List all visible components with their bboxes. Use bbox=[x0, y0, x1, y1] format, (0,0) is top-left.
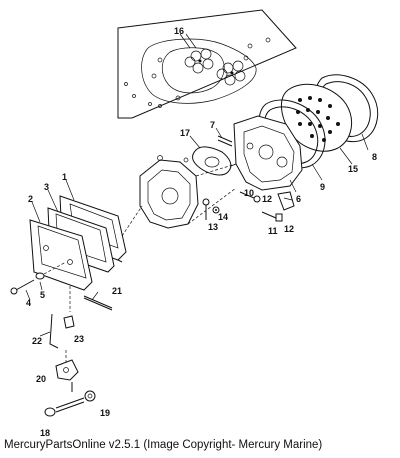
washer-5 bbox=[35, 261, 67, 280]
callout-7: 7 bbox=[210, 120, 215, 130]
callout-6: 6 bbox=[296, 194, 301, 204]
reed-plate-detail bbox=[124, 33, 271, 108]
inset-detail-box bbox=[117, 9, 297, 119]
callout-9: 9 bbox=[320, 182, 325, 192]
reed-petals-left bbox=[184, 48, 214, 74]
washer-14 bbox=[212, 206, 220, 214]
reed-petals-right bbox=[216, 60, 246, 86]
callout-14: 14 bbox=[218, 212, 228, 222]
callout-16: 16 bbox=[174, 26, 184, 36]
callout-23: 23 bbox=[74, 334, 84, 344]
rod-21 bbox=[83, 295, 113, 311]
link-22 bbox=[49, 286, 71, 349]
reed-block-housing-6 bbox=[225, 115, 303, 191]
screw-4 bbox=[10, 279, 35, 295]
callout-15: 15 bbox=[348, 164, 358, 174]
clip-12 bbox=[277, 191, 295, 211]
callout-19: 19 bbox=[100, 408, 110, 418]
screw-13 bbox=[202, 198, 210, 220]
intake-body bbox=[139, 155, 237, 229]
gasket-17 bbox=[192, 146, 232, 176]
pin-7 bbox=[217, 135, 233, 147]
screw-11 bbox=[261, 211, 283, 222]
callout-22: 22 bbox=[32, 336, 42, 346]
callout-1: 1 bbox=[62, 172, 67, 182]
nut-19 bbox=[84, 390, 96, 402]
callout-5: 5 bbox=[40, 290, 45, 300]
leader-lines bbox=[25, 33, 369, 337]
callout-labels: 1 2 3 4 5 6 7 8 9 10 11 12 12 13 14 15 1… bbox=[26, 26, 377, 438]
callout-2: 2 bbox=[28, 194, 33, 204]
callout-4: 4 bbox=[26, 298, 31, 308]
callout-11: 11 bbox=[268, 226, 278, 236]
clip-23 bbox=[63, 315, 75, 329]
screw-10 bbox=[239, 191, 261, 203]
image-caption: MercuryPartsOnline v2.5.1 (Image Copyrig… bbox=[4, 439, 323, 451]
callout-18: 18 bbox=[40, 428, 50, 438]
cover-2 bbox=[29, 205, 143, 291]
callout-17: 17 bbox=[180, 128, 190, 138]
reed-plate-15 bbox=[281, 83, 353, 152]
callout-12a: 12 bbox=[262, 194, 272, 204]
bracket-20 bbox=[55, 350, 79, 392]
callout-10: 10 bbox=[244, 188, 254, 198]
callout-13: 13 bbox=[208, 222, 218, 232]
callout-21: 21 bbox=[112, 286, 122, 296]
bolt-18 bbox=[44, 397, 85, 417]
callout-20: 20 bbox=[36, 374, 46, 384]
reed-plate-holes bbox=[296, 96, 340, 142]
callout-8: 8 bbox=[372, 152, 377, 162]
callout-3: 3 bbox=[44, 182, 49, 192]
callout-12b: 12 bbox=[284, 224, 294, 234]
